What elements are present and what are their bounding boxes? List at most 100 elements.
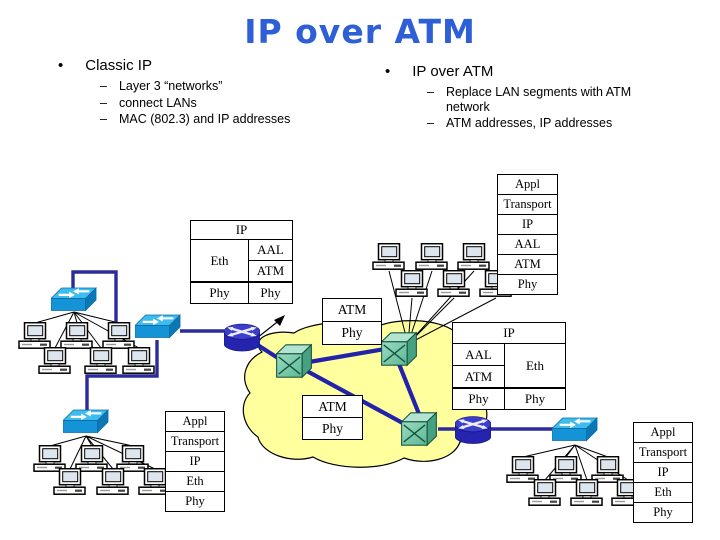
list-item-text: ATM addresses, IP addresses — [445, 116, 613, 130]
stack-row: AAL — [498, 234, 557, 254]
workstation-icon — [102, 322, 135, 349]
bullet-list-ip-over-atm: • IP over ATM – Replace LAN segments wit… — [385, 63, 635, 132]
atm-switch-icon — [401, 412, 437, 446]
stack-cell: AAL — [453, 343, 504, 365]
bullet-heading-text: Classic IP — [85, 57, 152, 74]
workstation-icon — [591, 456, 624, 483]
stack-row: Appl — [182, 414, 208, 428]
bullet-items: – Replace LAN segments with ATM network … — [427, 85, 635, 130]
stack-cell: Phy — [248, 281, 292, 303]
stack-row: ATM — [318, 398, 347, 414]
stack-cell: Phy — [191, 281, 248, 303]
stack-row: Phy — [303, 417, 362, 439]
workstation-icon — [116, 445, 149, 472]
bullet-heading: • IP over ATM — [385, 63, 635, 80]
workstation-icon — [75, 445, 108, 472]
workstation-icon — [84, 347, 117, 374]
ethernet-switch-icon — [63, 409, 109, 434]
stack-atm-host: Appl Transport IP AAL ATM Phy — [497, 174, 558, 295]
workstation-icon — [122, 347, 155, 374]
stack-row: ATM — [337, 302, 367, 317]
workstation-icon — [457, 243, 490, 270]
stack-cell: Eth — [504, 343, 565, 387]
stack-row: Appl — [515, 177, 540, 191]
workstation-icon — [38, 347, 71, 374]
workstation-icon — [528, 479, 561, 506]
workstation-icon — [506, 456, 539, 483]
bullet-marker: • — [385, 63, 391, 80]
list-item-text: Layer 3 “networks” — [118, 79, 223, 94]
lan-links — [71, 270, 553, 431]
ethernet-switch-icon — [135, 314, 181, 339]
workstation-icon — [437, 270, 470, 297]
stack-row: Eth — [634, 482, 692, 502]
list-item: – Replace LAN segments with ATM network — [427, 85, 635, 114]
dash-marker: – — [427, 85, 434, 100]
list-item: – Layer 3 “networks” — [100, 79, 358, 93]
dash-marker: – — [100, 112, 107, 126]
stack-cell: Eth — [191, 239, 248, 281]
stack-cell: Phy — [453, 387, 504, 409]
stack-row: Phy — [634, 502, 692, 522]
bullet-marker: • — [58, 57, 64, 74]
workstation-icon — [415, 243, 448, 270]
list-item: – ATM addresses, IP addresses — [427, 116, 635, 130]
stack-row: Phy — [323, 321, 381, 344]
bullet-heading-text: IP over ATM — [412, 63, 494, 80]
host-fan-lines — [34, 270, 629, 481]
stack-atm-switch-upper: ATM Phy — [322, 298, 382, 345]
stack-cell: IP — [235, 222, 248, 237]
list-item: – connect LANs — [100, 96, 358, 110]
workstation-icon — [96, 468, 129, 495]
bullet-items: – Layer 3 “networks” – connect LANs – MA… — [100, 79, 358, 126]
stack-row: ATM — [498, 254, 557, 274]
stack-lan-host-left: Appl Transport IP Eth Phy — [165, 411, 225, 512]
atm-switch-icon — [381, 332, 417, 366]
stack-cell: IP — [503, 325, 515, 340]
stack-row: Transport — [634, 442, 692, 462]
stack-row: IP — [166, 451, 224, 471]
ethernet-switch-icon — [552, 417, 598, 442]
page-title: IP over ATM — [244, 12, 476, 51]
workstation-icon — [53, 468, 86, 495]
list-item: – MAC (802.3) and IP addresses — [100, 112, 358, 126]
stack-cell: AAL — [248, 239, 292, 260]
workstation-icon — [60, 322, 93, 349]
dash-marker: – — [100, 95, 107, 110]
workstation-icon — [395, 270, 428, 297]
stack-router-left: IP Eth AAL ATM Phy Phy — [190, 220, 293, 304]
stack-cell: Phy — [504, 387, 565, 409]
lan-bottom-right — [506, 456, 644, 506]
dash-marker: – — [427, 116, 434, 130]
workstation-icon — [372, 243, 405, 270]
stack-row: Appl — [650, 425, 676, 439]
stack-row: IP — [634, 462, 692, 482]
stack-row: IP — [498, 214, 557, 234]
stack-router-right: IP AAL ATM Eth Phy Phy — [452, 322, 566, 410]
workstation-icon — [33, 445, 66, 472]
list-item-text: MAC (802.3) and IP addresses — [118, 112, 291, 126]
lan-top-left — [18, 322, 155, 374]
bullet-heading: • Classic IP — [58, 57, 358, 74]
stack-cell: ATM — [453, 365, 504, 387]
ethernet-switch-icon — [51, 287, 97, 312]
stack-row: Phy — [166, 491, 224, 511]
stack-cell: ATM — [248, 260, 292, 281]
stack-lan-host-right: Appl Transport IP Eth Phy — [633, 422, 693, 523]
stack-row: Phy — [498, 274, 557, 294]
router-icon — [224, 322, 260, 353]
stack-row: Transport — [498, 194, 557, 214]
workstation-icon — [570, 479, 603, 506]
workstation-icon — [18, 322, 51, 349]
dash-marker: – — [100, 79, 107, 94]
list-item-text: connect LANs — [118, 95, 197, 110]
lan-bottom-left — [33, 445, 171, 495]
list-item-text: Replace LAN segments with ATM network — [445, 85, 632, 114]
stack-row: Eth — [166, 471, 224, 491]
atm-switch-icon — [276, 344, 312, 378]
bullet-list-classic-ip: • Classic IP – Layer 3 “networks” – conn… — [58, 57, 358, 128]
router-icon — [455, 415, 491, 445]
stack-atm-switch-lower: ATM Phy — [302, 395, 363, 440]
